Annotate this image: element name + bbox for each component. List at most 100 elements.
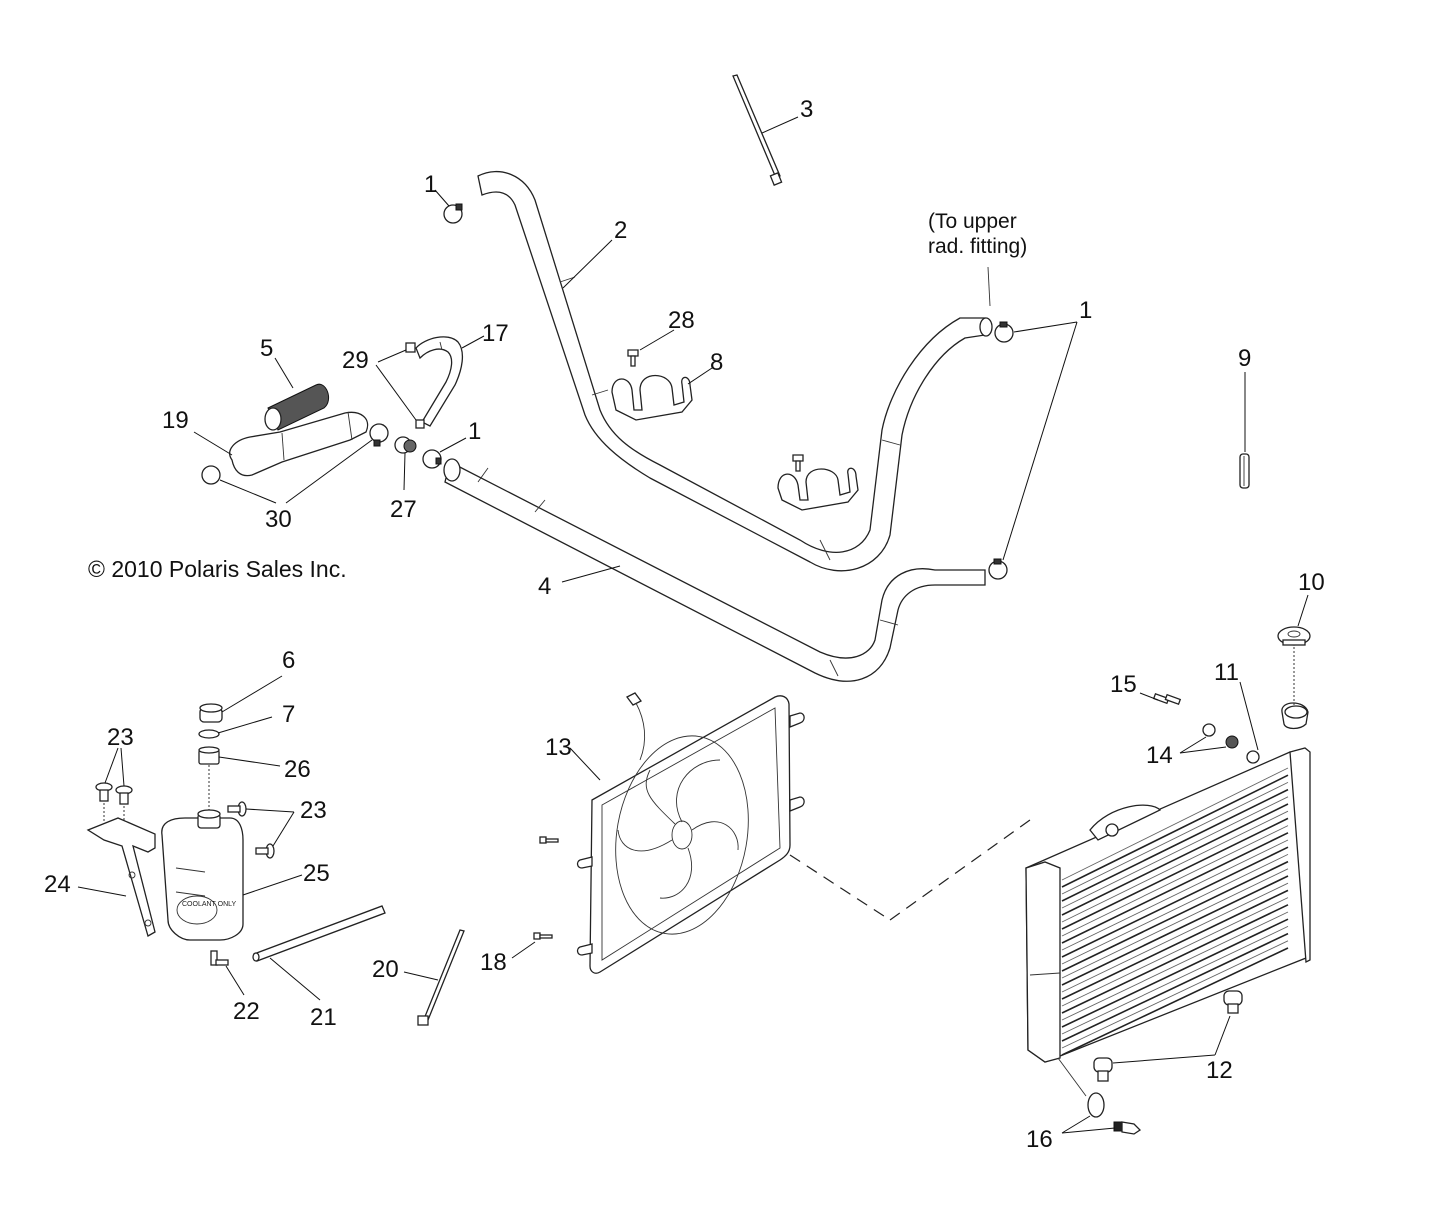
part-14-nut[interactable] xyxy=(1202,723,1239,749)
callout-21: 21 xyxy=(310,1004,337,1031)
leader-24 xyxy=(77,886,127,897)
leader-1a xyxy=(434,189,450,207)
part-16-sensor[interactable] xyxy=(1113,1121,1142,1135)
callout-12: 12 xyxy=(1206,1057,1233,1084)
part-3-cable-tie[interactable] xyxy=(732,74,783,186)
leader-20 xyxy=(403,971,439,981)
leader-29a xyxy=(377,349,407,363)
callout-7: 7 xyxy=(282,701,295,728)
callout-14: 14 xyxy=(1146,742,1173,769)
part-30-clamp-a[interactable] xyxy=(201,465,221,485)
part-1-clamp-c[interactable] xyxy=(988,558,1008,580)
callout-8: 8 xyxy=(710,349,723,376)
radiator-fin xyxy=(1061,860,1289,972)
leader-6 xyxy=(221,675,283,713)
part-18-screw-a[interactable] xyxy=(539,836,559,844)
leader-26 xyxy=(218,756,281,767)
radiator-fin xyxy=(1061,918,1289,1028)
leader-29b xyxy=(375,364,417,421)
part-28-screw-b[interactable] xyxy=(792,454,804,472)
part-17-hose[interactable] xyxy=(415,336,464,427)
leader-8 xyxy=(687,367,713,385)
part-1-clamp-b[interactable] xyxy=(994,321,1014,343)
part-5-sleeve[interactable] xyxy=(264,383,329,431)
leader-14a xyxy=(1179,736,1207,754)
part-13-fan-assembly[interactable] xyxy=(576,692,805,974)
part-1-clamp-a[interactable] xyxy=(443,203,463,224)
callout-24: 24 xyxy=(44,871,71,898)
callout-9: 9 xyxy=(1238,345,1251,372)
callout-4: 4 xyxy=(538,573,551,600)
note-leader xyxy=(987,266,991,307)
callout-3: 3 xyxy=(800,96,813,123)
callout-16: 16 xyxy=(1026,1126,1053,1153)
leader-1b xyxy=(1013,321,1078,333)
callout-2: 2 xyxy=(614,217,627,244)
part-30-clamp-b[interactable] xyxy=(369,423,389,447)
part-1-clamp-d[interactable] xyxy=(422,449,442,469)
note-upper-line2: rad. fitting) xyxy=(928,235,1027,258)
leader-16a xyxy=(1061,1115,1091,1134)
radiator-fin xyxy=(1061,796,1289,909)
part-22-elbow[interactable] xyxy=(210,950,229,966)
part-21-tube[interactable] xyxy=(252,905,386,962)
leader-21 xyxy=(269,957,321,1001)
part-15-bolt[interactable] xyxy=(1152,692,1182,706)
part-4-lower-hose[interactable] xyxy=(443,458,986,682)
part-7-seal[interactable] xyxy=(198,729,220,739)
radiator-fin xyxy=(1061,889,1289,1000)
part-29-clamp[interactable] xyxy=(405,342,425,429)
part-10-radiator-cap[interactable] xyxy=(1277,626,1311,646)
radiator-fin xyxy=(1061,767,1289,881)
radiator-fin xyxy=(1061,911,1289,1021)
part-27-fitting[interactable] xyxy=(394,436,417,454)
radiator-fins xyxy=(1061,767,1289,1056)
callout-19: 19 xyxy=(162,407,189,434)
part-8-hose-clip[interactable] xyxy=(611,375,693,421)
radiator-fin xyxy=(1061,817,1289,930)
part-19-hose[interactable] xyxy=(229,411,369,477)
leader-17 xyxy=(461,335,485,349)
callout-1c: 1 xyxy=(468,418,481,445)
radiator-fin xyxy=(1061,832,1289,944)
leader-16b xyxy=(1061,1127,1116,1134)
leader-3 xyxy=(761,116,799,134)
copyright: © 2010 Polaris Sales Inc. xyxy=(88,556,347,582)
part-23-screw-b[interactable] xyxy=(227,801,275,859)
part-12-grommet-a[interactable] xyxy=(1223,990,1243,1014)
radiator-fin xyxy=(1061,904,1289,1014)
part-28-screw[interactable] xyxy=(627,349,639,367)
leader-23c xyxy=(245,808,295,813)
part-25-bottle[interactable]: COOLANT ONLY xyxy=(161,809,244,941)
callout-11: 11 xyxy=(1214,659,1239,686)
radiator-fin xyxy=(1061,839,1289,951)
part-20-cable-tie[interactable] xyxy=(417,929,465,1026)
callout-10: 10 xyxy=(1298,569,1325,596)
callout-20: 20 xyxy=(372,956,399,983)
part-2-upper-hose[interactable] xyxy=(477,171,993,572)
callout-5: 5 xyxy=(260,335,273,362)
part-6-cap[interactable] xyxy=(199,703,223,723)
part-11-radiator[interactable] xyxy=(1025,702,1311,1063)
radiator-fin xyxy=(1061,788,1289,902)
part-26-adapter[interactable] xyxy=(198,746,220,765)
part-8-hose-clip-b[interactable] xyxy=(777,467,859,511)
part-9-pin[interactable] xyxy=(1239,453,1250,489)
part-18-screw-b[interactable] xyxy=(533,932,553,940)
leader-4 xyxy=(561,565,621,583)
radiator-fin xyxy=(1061,810,1289,923)
leader-18 xyxy=(511,941,536,959)
leader-22 xyxy=(225,965,245,996)
callout-23b: 23 xyxy=(300,797,327,824)
part-12-grommet-b[interactable] xyxy=(1093,1057,1113,1082)
callout-26: 26 xyxy=(284,756,311,783)
leader-23b xyxy=(120,747,125,787)
leader-1d xyxy=(439,437,467,453)
note-upper-line1: (To upper xyxy=(928,210,1017,233)
part-16-oring[interactable] xyxy=(1087,1092,1105,1118)
part-24-bracket[interactable] xyxy=(86,817,156,937)
radiator-fin xyxy=(1061,853,1289,965)
part-23-screw-a[interactable] xyxy=(95,782,133,805)
callout-1a: 1 xyxy=(424,171,437,198)
